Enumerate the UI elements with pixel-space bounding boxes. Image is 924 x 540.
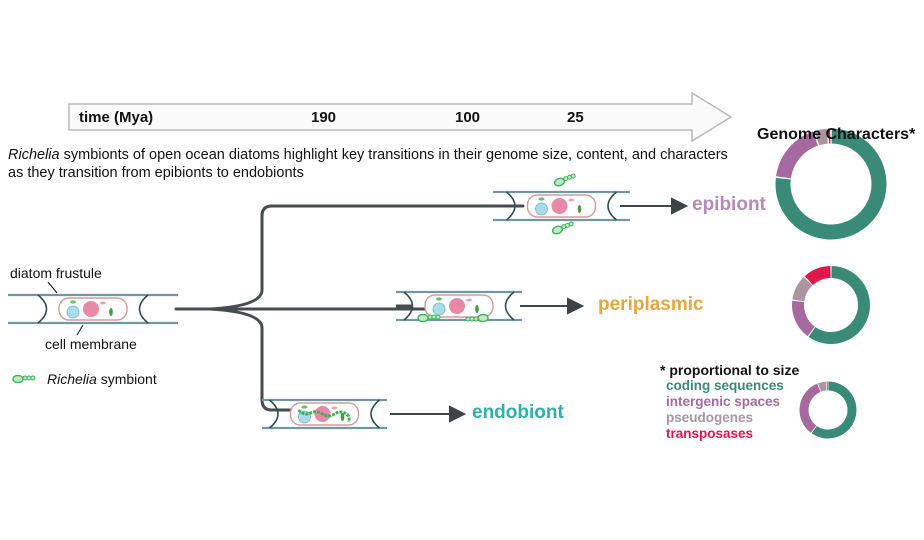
richelia-symbiont-icon — [465, 313, 489, 323]
vacuole — [535, 202, 548, 216]
vegetative-cell — [473, 316, 479, 322]
vegetative-cell — [469, 316, 475, 322]
timeline-label: time (Mya) — [79, 109, 154, 126]
timeline-tick-25: 25 — [567, 109, 584, 126]
label-diatom-frustule: diatom frustule — [10, 265, 102, 281]
slice-coding-sequences — [808, 266, 870, 344]
girdle-left — [37, 294, 48, 324]
chloroplast — [301, 405, 308, 409]
legend-pseudogenes: pseudogenes — [666, 410, 754, 425]
girdle-right — [138, 294, 149, 324]
slice-coding-sequences — [775, 128, 887, 240]
intro-line1: symbionts of open ocean diatoms highligh… — [59, 147, 728, 163]
legend-symbiont-icon — [12, 374, 36, 384]
branch-epibiont — [208, 204, 525, 311]
richelia-symbiont-icon — [551, 221, 574, 235]
girdle-right — [370, 399, 381, 429]
chloroplast — [577, 205, 582, 213]
organelle — [331, 406, 338, 410]
chloroplast — [340, 413, 345, 421]
vegetative-cell — [465, 316, 471, 322]
intro-text: Richelia symbionts of open ocean diatoms… — [8, 146, 788, 182]
slice-transposases — [804, 266, 832, 286]
symbiont-rest: symbiont — [96, 371, 157, 387]
intro-line2: as they transition from epibionts to end… — [8, 165, 304, 181]
organelle — [568, 198, 575, 202]
vacuole — [432, 302, 446, 316]
timeline-arrow — [68, 91, 733, 143]
richelia-symbiont-icon — [553, 173, 576, 187]
state-periplasmic: periplasmic — [598, 294, 704, 315]
nucleus — [83, 301, 99, 317]
symbiont-italic: Richelia — [47, 371, 97, 387]
vegetative-cell — [431, 314, 437, 320]
girdle-right — [607, 191, 618, 221]
richelia-symbiont-icon — [417, 313, 441, 323]
donut-periplasmic — [792, 266, 870, 344]
organelle — [466, 298, 472, 302]
nucleus — [449, 298, 465, 314]
vegetative-cell — [570, 173, 576, 179]
girdle-right — [504, 291, 515, 321]
cell-ancestral — [8, 293, 178, 325]
slice-coding-sequences — [811, 381, 857, 439]
cell-endobiont — [262, 398, 387, 430]
donut-endobiont — [799, 381, 857, 439]
heterocyst — [417, 313, 429, 323]
genome-characters-title: Genome Characters* — [757, 126, 916, 143]
vegetative-cell — [26, 375, 32, 381]
label-cell-membrane: cell membrane — [45, 336, 137, 352]
slice-intergenic-spaces — [799, 383, 821, 433]
donut-epibiont — [775, 128, 887, 240]
slice-pseudogenes — [792, 276, 813, 302]
vegetative-cell — [30, 375, 36, 381]
girdle-left — [268, 399, 279, 429]
cell-epibiont — [493, 173, 630, 235]
chloroplast — [475, 305, 479, 313]
legend-intergenic-spaces: intergenic spaces — [666, 394, 781, 409]
endosymbiont-chain — [297, 408, 351, 423]
label-richelia-symbiont: Richelia symbiont — [47, 371, 157, 387]
slice-pseudogenes — [814, 128, 829, 146]
slice-intergenic-spaces — [776, 131, 819, 179]
vegetative-cell — [427, 314, 433, 320]
vegetative-cell — [568, 221, 574, 227]
heterocyst — [477, 313, 489, 323]
chloroplast — [436, 297, 442, 301]
branch-endobiont — [208, 307, 320, 412]
chloroplast — [70, 300, 76, 304]
vegetative-cell — [22, 375, 28, 381]
timeline-tick-190: 190 — [311, 109, 337, 126]
state-endobiont: endobiont — [472, 402, 564, 423]
timeline-tick-100: 100 — [455, 109, 481, 126]
legend-header: * proportional to size — [660, 362, 800, 378]
chloroplast — [109, 308, 113, 316]
intro-italic: Richelia — [8, 147, 60, 163]
vacuole — [66, 305, 80, 319]
legend-coding-sequences: coding sequences — [666, 378, 784, 393]
heterocyst — [12, 374, 24, 384]
organelle — [100, 301, 106, 305]
state-arrows — [390, 197, 689, 423]
membrane-pointer — [76, 324, 84, 336]
state-epibiont: epibiont — [692, 194, 766, 215]
genome-legend: * proportional to size coding sequences … — [660, 362, 799, 442]
cell-periplasmic — [396, 290, 522, 323]
nucleus — [551, 198, 568, 214]
chloroplast — [538, 197, 545, 201]
frustule-pointer — [47, 281, 58, 294]
vegetative-cell — [435, 314, 441, 320]
slice-pseudogenes — [817, 381, 827, 392]
slice-intergenic-spaces — [792, 300, 816, 337]
legend-transposases: transposases — [666, 426, 754, 441]
